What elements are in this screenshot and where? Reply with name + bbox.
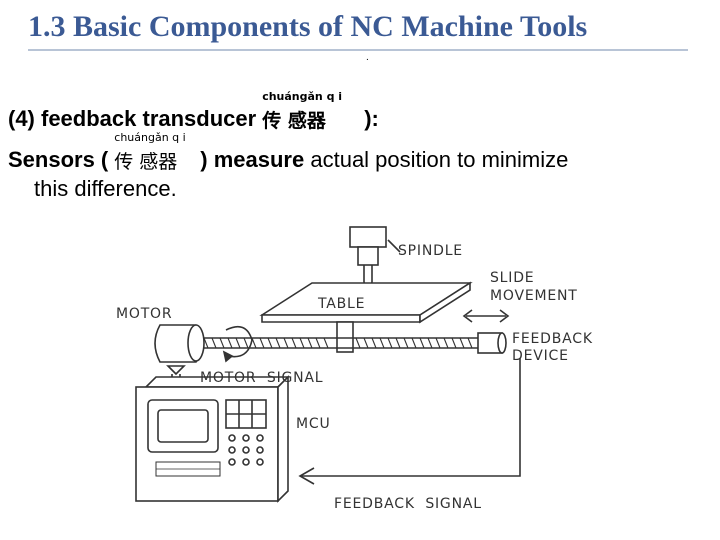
slide-label-line2: MOVEMENT bbox=[490, 288, 578, 304]
table-icon bbox=[259, 281, 473, 353]
motor-icon bbox=[154, 324, 205, 363]
feedback-label-line1: FEEDBACK bbox=[512, 331, 593, 347]
title-underline bbox=[28, 49, 688, 51]
heading-prefix: (4) feedback transducer bbox=[8, 106, 257, 131]
pinyin-annotation-2: chuángǎn q i bbox=[114, 131, 186, 144]
pinyin-annotation: chuángǎn q i bbox=[262, 90, 343, 103]
motor-label: MOTOR bbox=[116, 306, 172, 322]
table-label: TABLE bbox=[317, 296, 365, 312]
definition-rest: actual position to minimize bbox=[310, 147, 569, 172]
spindle-label: SPINDLE bbox=[398, 243, 463, 259]
rotation-arrow-icon bbox=[225, 325, 253, 358]
close-paren: ) bbox=[200, 147, 208, 172]
mcu-label: MCU bbox=[296, 416, 331, 432]
measure-word: measure bbox=[213, 147, 305, 172]
sensors-word: Sensors ( bbox=[8, 147, 109, 172]
feedback-device-icon bbox=[477, 332, 507, 354]
page-title: 1.3 Basic Components of NC Machine Tools bbox=[28, 10, 588, 43]
feedback-signal-label: FEEDBACK SIGNAL bbox=[334, 496, 482, 512]
sensor-definition-line: Sensors ( chuángǎn q i 传 感器) measure actua… bbox=[8, 131, 569, 173]
heading-suffix: ): bbox=[364, 106, 379, 131]
chinese-term-ruby-2: chuángǎn q i 传 感器 bbox=[110, 131, 198, 173]
definition-continuation: this difference. bbox=[34, 176, 177, 201]
slide-label-line1: SLIDE bbox=[490, 270, 534, 286]
title-dot: . bbox=[366, 52, 369, 63]
chinese-term-ruby: chuángǎn q i 传 感器 bbox=[258, 90, 362, 132]
feedback-transducer-heading: (4) feedback transducer chuángǎn q i 传 感器)… bbox=[8, 90, 379, 132]
chinese-term-2: 传 感器 bbox=[114, 151, 178, 173]
slide-movement-arrow-icon bbox=[462, 309, 510, 323]
feedback-signal-path-icon bbox=[298, 358, 521, 485]
mcu-cabinet-icon bbox=[135, 375, 290, 503]
chinese-term: 传 感器 bbox=[262, 110, 326, 132]
motor-signal-label: MOTOR SIGNAL bbox=[200, 370, 323, 386]
spindle-icon bbox=[349, 226, 401, 295]
feedback-label-line2: DEVICE bbox=[512, 348, 569, 364]
